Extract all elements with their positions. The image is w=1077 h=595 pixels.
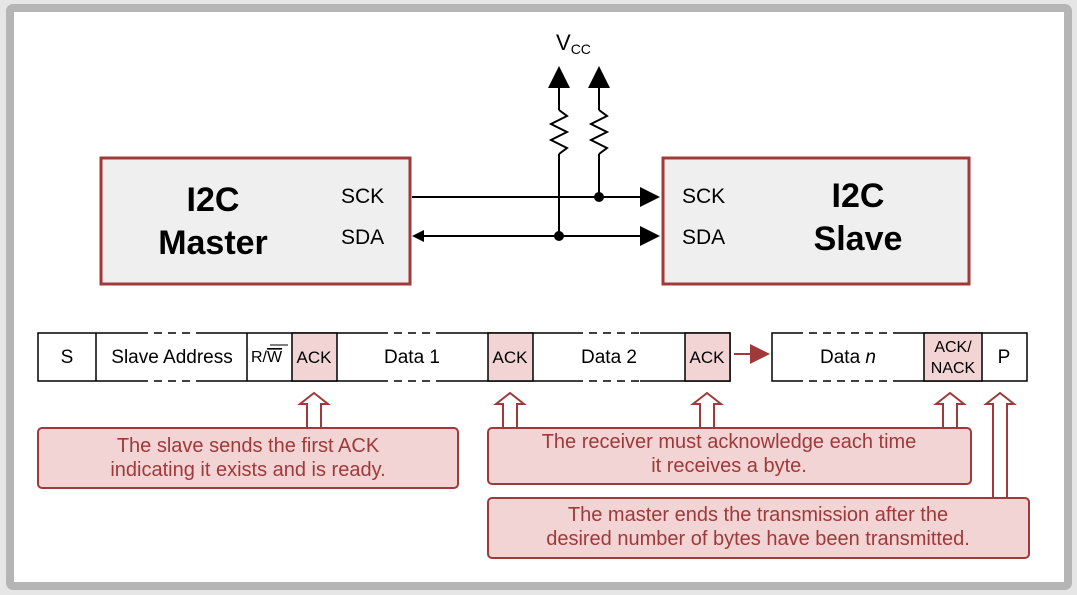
vcc-arrow-left-icon: [548, 66, 570, 88]
vcc-label: VCC: [556, 30, 591, 57]
slave-sck-label: SCK: [682, 185, 725, 208]
master-sck-label: SCK: [341, 185, 384, 208]
note-first-ack-line2: indicating it exists and is ready.: [110, 459, 385, 481]
frame-slave-address: Slave Address: [111, 347, 232, 368]
slave-box: [661, 156, 971, 286]
frame-acknack-line2: NACK: [931, 360, 976, 377]
note-master-end-box: [487, 497, 1030, 559]
note-master-end-line1: The master ends the transmission after t…: [568, 504, 948, 526]
master-title-line2: Master: [158, 224, 268, 262]
vcc-arrow-right-icon: [588, 66, 610, 88]
pullup-resistor-sck-icon: [588, 109, 610, 155]
note-receiver-line1: The receiver must acknowledge each time: [542, 431, 917, 453]
sck-junction-dot: [594, 192, 604, 202]
frame-datan: Data n: [820, 347, 876, 368]
frame-start: S: [61, 347, 74, 368]
note-first-ack-box: [37, 427, 459, 489]
note-receiver-box: [487, 427, 972, 485]
note-master-end-line2: desired number of bytes have been transm…: [546, 528, 970, 550]
frame-data1: Data 1: [384, 347, 440, 368]
frame-ack1: ACK: [297, 348, 333, 367]
ack3-cell: [684, 332, 731, 382]
note-first-ack-line1: The slave sends the first ACK: [117, 435, 380, 457]
pullup-resistor-sda-icon: [548, 109, 570, 155]
frame-rw: R/W: [251, 349, 283, 366]
sda-junction-dot: [554, 231, 564, 241]
frame-acknack-line1: ACK/: [934, 339, 972, 356]
master-sda-label: SDA: [341, 226, 384, 249]
master-box: [99, 156, 412, 286]
ack1-cell: [291, 332, 338, 382]
frame-strip-part1: [37, 331, 731, 383]
slave-sda-label: SDA: [682, 226, 725, 249]
frame-data2: Data 2: [581, 347, 637, 368]
acknack-cell: [923, 332, 983, 382]
frame-stop: P: [998, 347, 1011, 368]
frame-ack3: ACK: [690, 348, 726, 367]
slave-title-line1: I2C: [832, 177, 885, 215]
master-title-line1: I2C: [187, 181, 240, 219]
frame-ack2: ACK: [493, 348, 529, 367]
frame-strip-part2: [771, 331, 1028, 383]
sda-left-arrow-icon: [412, 230, 424, 242]
slave-title-line2: Slave: [814, 220, 903, 258]
ack2-cell: [487, 332, 534, 382]
note-receiver-line2: it receives a byte.: [651, 455, 807, 477]
